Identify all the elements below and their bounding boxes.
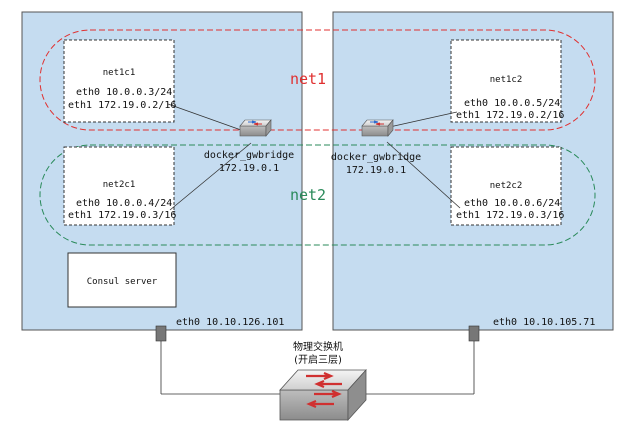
net2-label: net2 [290,186,326,204]
bridge-switch-left-icon [239,119,272,137]
bridge-right-name: docker_gwbridge [331,152,421,163]
net1c1-eth1: eth1 172.19.0.2/16 [68,100,176,111]
link-net1c2-bridge-right [384,111,458,129]
net1c2-eth1: eth1 172.19.0.2/16 [456,110,564,121]
physical-switch-icon [279,368,367,422]
bridge-switch-right-icon [361,119,394,137]
net2c2-eth1: eth1 172.19.0.3/16 [456,210,564,221]
link-net2c1-bridge-left [169,142,252,211]
container-net2c2-box [450,146,562,226]
net1-label: net1 [290,70,326,88]
host-right-eth0-label: eth0 10.10.105.71 [493,317,595,328]
net2c1-eth0: eth0 10.0.0.4/24 [76,198,172,209]
link-net1c1-bridge-left [167,103,242,131]
net2-overlay-loop [39,144,596,246]
net2c1-eth1: eth1 172.19.0.3/16 [68,210,176,221]
physical-switch-subtitle: (开启三层) [294,353,342,366]
net1c2-name: net1c2 [490,75,523,85]
bridge-right-ip: 172.19.0.1 [346,165,406,176]
net1c2-eth0: eth0 10.0.0.5/24 [464,98,560,109]
net2c1-name: net2c1 [103,180,136,190]
net1c1-eth0: eth0 10.0.0.3/24 [76,87,172,98]
bridge-left-ip: 172.19.0.1 [219,163,279,174]
container-net2c1-box [63,146,175,226]
net1-overlay-loop [39,29,596,131]
net1c1-name: net1c1 [103,68,136,78]
host-left-eth0-label: eth0 10.10.126.101 [176,317,284,328]
container-net1c1-box [63,39,175,123]
net2c2-eth0: eth0 10.0.0.6/24 [464,198,560,209]
physical-switch-title: 物理交换机 [293,340,343,353]
link-net2c2-bridge-right [386,141,461,209]
net2c2-name: net2c2 [490,181,523,191]
consul-server-box [67,252,177,308]
host-right-eth0-port [468,325,480,342]
host-left-eth0-port [155,325,167,342]
consul-server-label: Consul server [87,277,158,287]
container-net1c2-box [450,39,562,123]
bridge-left-name: docker_gwbridge [204,150,294,161]
